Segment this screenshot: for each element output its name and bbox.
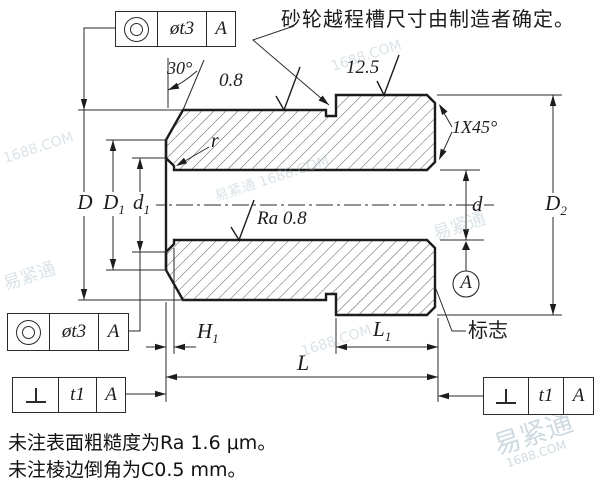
fcf-tolerance-cell: t1: [529, 378, 564, 414]
grinding-groove-note: 砂轮越程槽尺寸由制造者确定。: [281, 7, 575, 31]
chamfer-angle-label: 30°: [167, 58, 193, 78]
fcf-datum-cell: A: [215, 18, 227, 39]
section-lower: [164, 238, 437, 317]
roughness-od-collar-label: 12.5: [346, 57, 380, 78]
dim-L: L: [297, 350, 310, 375]
mark-leader: [435, 288, 466, 332]
dim-D: D: [71, 192, 99, 217]
extension-lines: [78, 58, 562, 402]
fcf-tolerance-cell: øt3: [50, 314, 99, 350]
roughness-od-left-label: 0.8: [219, 70, 243, 91]
fcf-tolerance-cell: øt3: [158, 12, 207, 46]
roughness-check-od-collar: [376, 54, 400, 97]
perpendicularity-icon: [25, 387, 46, 403]
note-edge-chamfer: 未注棱边倒角为C0.5 mm。: [8, 459, 247, 481]
datum-circle: [452, 270, 480, 298]
fcf-symbol-cell: [116, 12, 158, 46]
fcf-datum-cell: A: [105, 384, 117, 405]
section-upper: [164, 93, 437, 172]
part-outline: [164, 93, 437, 317]
grinding-groove-leader: [252, 25, 330, 106]
datum-triangle: [462, 241, 470, 250]
dim-L1: L1: [373, 317, 392, 345]
mark-label: 标志: [468, 318, 508, 342]
fcf-tolerance-cell: t1: [59, 378, 97, 412]
fcf-datum-cell: A: [572, 385, 585, 406]
fcf-perpendicularity-left: t1 A: [12, 377, 126, 413]
roughness-bore-label: Ra 0.8: [257, 208, 307, 229]
datum-letter: A: [460, 272, 472, 293]
edge-chamfer-label: 1X45°: [452, 117, 498, 137]
fcf-concentricity-bottom: øt3 A: [7, 313, 129, 351]
fcf-symbol-cell: [13, 378, 59, 412]
note-surface-roughness: 未注表面粗糙度为Ra 1.6 μm。: [8, 432, 277, 454]
roughness-check-od-left: [275, 66, 301, 112]
fcf-symbol-cell: [8, 314, 50, 350]
fcf-concentricity-top: øt3 A: [115, 11, 236, 47]
concentricity-icon: [16, 319, 41, 345]
concentricity-icon: [124, 16, 149, 42]
fcf-datum-cell: A: [107, 321, 120, 342]
perpendicularity-icon: [496, 388, 516, 404]
fillet-radius-label: r: [211, 130, 219, 152]
roughness-check-bore: [230, 199, 255, 242]
fcf-symbol-cell: [484, 378, 529, 414]
dim-D1: D1: [98, 192, 130, 217]
dim-d1: d1: [127, 192, 156, 217]
arrows: [80, 82, 557, 400]
fcf-perpendicularity-right: t1 A: [483, 377, 594, 415]
leader-lines: [177, 25, 467, 332]
dim-H1: H1: [197, 319, 219, 347]
dim-D2: D2: [539, 193, 573, 218]
roughness-symbols: [230, 54, 400, 242]
dim-d: d: [472, 192, 483, 216]
